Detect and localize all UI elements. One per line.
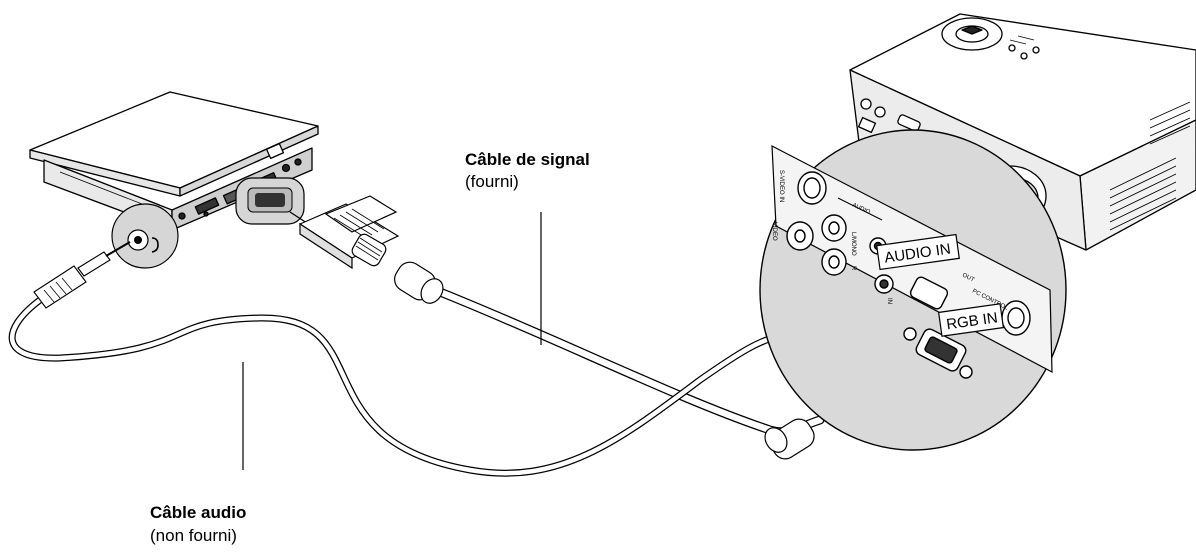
laptop — [29, 91, 319, 231]
rgb-in-label: RGB IN — [937, 303, 1005, 337]
signal-cable-note: (fourni) — [465, 172, 519, 191]
label-video: VIDEO — [771, 222, 777, 241]
laptop-audio-port-inset — [111, 203, 179, 269]
audio-cable-title: Câble audio — [150, 503, 247, 522]
audio-cable — [8, 296, 784, 477]
label-l-mono: L/MONO — [850, 232, 856, 256]
audio-jack-laptop-end — [33, 241, 131, 309]
label-r: R — [850, 266, 856, 271]
label-s-video: S-VIDEO IN — [778, 170, 784, 202]
label-in: IN — [886, 298, 892, 304]
audio-in-label: AUDIO IN — [876, 233, 960, 271]
signal-cable-laptop-plug — [298, 195, 444, 304]
audio-cable-note: (non fourni) — [150, 526, 237, 545]
signal-cable-title: Câble de signal — [465, 150, 590, 169]
label-out: OUT — [961, 272, 975, 283]
laptop-vga-port-inset — [235, 177, 305, 225]
connector-panel-zoom — [759, 129, 1067, 451]
